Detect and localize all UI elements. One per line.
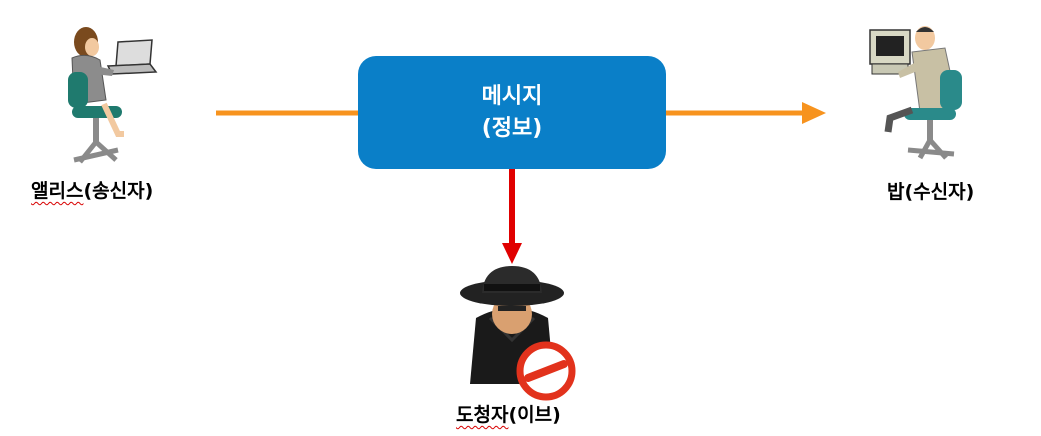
sender-label: 앨리스(송신자) xyxy=(31,176,153,203)
intercept-arrowhead xyxy=(502,243,522,264)
sender-name: 앨리스 xyxy=(31,180,84,202)
message-box: 메시지 (정보) xyxy=(358,56,666,169)
receiver-role: (수신자) xyxy=(904,181,975,203)
receiver-name: 밥 xyxy=(887,181,905,203)
receiver-label: 밥(수신자) xyxy=(887,177,974,204)
eavesdropper-figure-icon xyxy=(460,266,576,401)
flow-arrowhead xyxy=(802,102,826,124)
message-sublabel: (정보) xyxy=(481,115,543,141)
message-label: 메시지 xyxy=(481,83,543,109)
bob-figure-icon xyxy=(869,26,962,160)
alice-figure-icon xyxy=(68,27,158,164)
sender-role: (송신자) xyxy=(83,180,154,202)
eavesdropper-label: 도청자(이브) xyxy=(456,400,561,427)
eavesdropper-role: (이브) xyxy=(508,404,561,426)
eavesdropper-name: 도청자 xyxy=(456,404,509,426)
